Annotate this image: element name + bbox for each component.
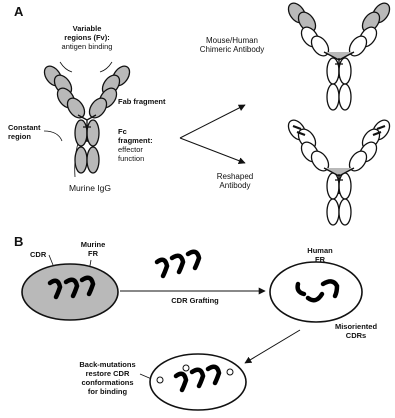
constant-region-leader [44,131,62,141]
reshaped-line-1: Reshaped [210,172,260,181]
murine-fr-label: Murine FR [78,240,108,258]
chimeric-line-2: Chimeric Antibody [187,45,277,54]
back-mutations-line-3: conformations [70,378,145,387]
back-mutations-line-2: restore CDR [70,369,145,378]
panel-a-letter: A [14,4,23,19]
misoriented-label: Misoriented CDRs [326,322,386,340]
fc-line-4: function [118,154,153,163]
reshaped-antibody [285,117,393,225]
fc-line-2: fragment: [118,136,153,145]
misoriented-line-2: CDRs [326,331,386,340]
arrow-back-mutation [245,330,300,363]
variable-regions-line-3: antigen binding [52,42,122,51]
cdr-grafting-label: CDR Grafting [160,296,230,305]
cdr-loops-free [157,252,199,276]
arrow-to-reshaped [180,138,245,163]
constant-region-line-1: Constant [8,123,41,132]
chimeric-line-1: Mouse/Human [187,36,277,45]
fc-line-1: Fc [118,127,153,136]
chimeric-antibody [285,0,393,110]
human-fv-domain [270,262,362,322]
fab-fragment-label: Fab fragment [118,97,166,106]
back-mutations-line-4: for binding [70,387,145,396]
cdr-label: CDR [30,250,46,259]
variable-regions-line-2: regions (Fv): [52,33,122,42]
chimeric-label: Mouse/Human Chimeric Antibody [187,36,277,54]
reshaped-label: Reshaped Antibody [210,172,260,190]
human-fr-line-1: Human [300,246,340,255]
variable-region-brackets [60,62,112,72]
fc-line-3: effector [118,145,153,154]
murine-fr-line-1: Murine [78,240,108,249]
panel-b-letter: B [14,234,23,249]
human-fr-label: Human FR [300,246,340,264]
back-mutations-label: Back-mutations restore CDR conformations… [70,360,145,396]
fc-fragment-label: Fc fragment: effector function [118,127,153,163]
constant-region-line-2: region [8,132,41,141]
murine-igg-label: Murine IgG [55,184,125,193]
human-fr-line-2: FR [300,255,340,264]
arrow-to-chimeric [180,105,245,138]
constant-region-label: Constant region [8,123,41,141]
misoriented-line-1: Misoriented [326,322,386,331]
murine-fr-line-2: FR [78,249,108,258]
back-mutations-line-1: Back-mutations [70,360,145,369]
variable-regions-line-1: Variable [52,24,122,33]
murine-fv-domain [22,264,118,320]
back-mutated-fv-domain [150,354,246,410]
reshaped-line-2: Antibody [210,181,260,190]
variable-regions-label: Variable regions (Fv): antigen binding [52,24,122,51]
